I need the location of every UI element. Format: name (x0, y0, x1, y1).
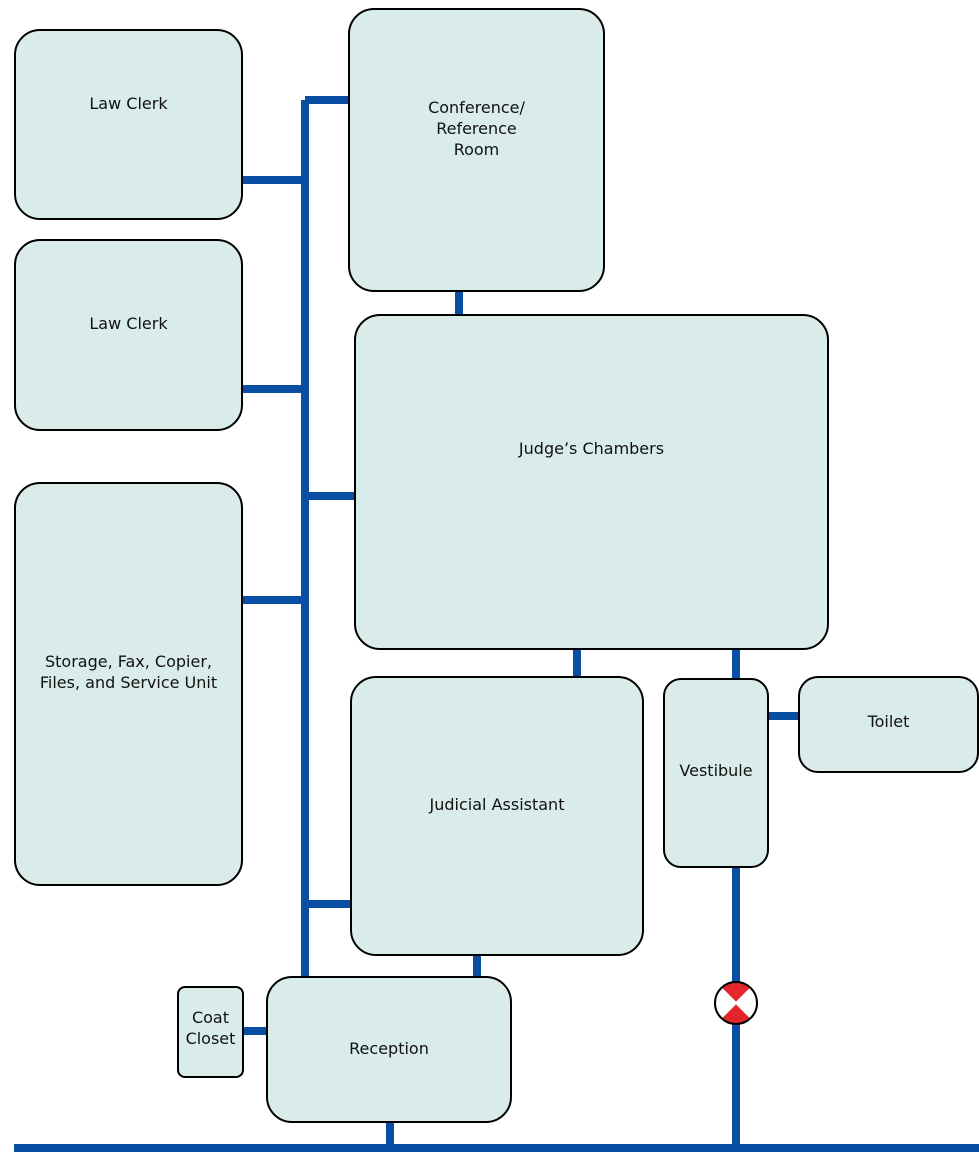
restricted-access-icon (714, 981, 758, 1025)
vestibule-room: Vestibule (663, 678, 769, 868)
conference-label: Conference/ Reference Room (428, 97, 525, 159)
law-clerk-room-2: Law Clerk (14, 239, 243, 431)
law-clerk-2-label: Law Clerk (89, 313, 168, 333)
judges-chambers-label: Judge’s Chambers (518, 438, 665, 458)
storage-label: Storage, Fax, Copier, Files, and Service… (39, 652, 218, 692)
law-clerk-1-label: Law Clerk (89, 94, 168, 113)
judicial-assistant-room: Judicial Assistant (350, 676, 644, 956)
judicial-assistant-label: Judicial Assistant (429, 794, 565, 814)
reception-room: Reception (266, 976, 512, 1123)
storage-service-unit: Storage, Fax, Copier, Files, and Service… (14, 482, 243, 886)
toilet-label: Toilet (867, 712, 910, 731)
vestibule-label: Vestibule (679, 760, 753, 780)
reception-label: Reception (349, 1039, 429, 1058)
toilet-room: Toilet (798, 676, 979, 773)
conference-reference-room: Conference/ Reference Room (348, 8, 605, 292)
coat-closet: Coat Closet (177, 986, 244, 1078)
coat-closet-label: Coat Closet (185, 1008, 236, 1048)
judges-chambers: Judge’s Chambers (354, 314, 829, 650)
law-clerk-room-1: Law Clerk (14, 29, 243, 220)
